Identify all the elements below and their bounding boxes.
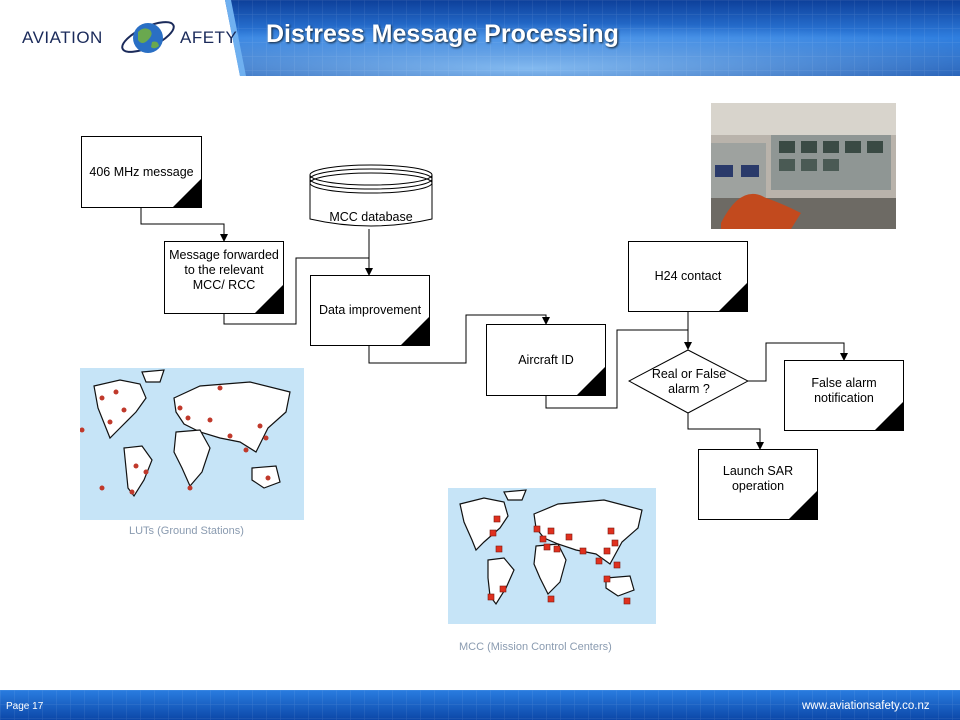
logo-text-aviation: AVIATION — [22, 28, 103, 47]
mcc-markers — [487, 515, 631, 605]
box-data-improvement: Data improvement — [310, 275, 430, 346]
decision-label: Real or False alarm ? — [651, 367, 727, 396]
mcc-caption: MCC (Mission Control Centers) — [459, 641, 612, 653]
box-message-forwarded: Message forwarded to the relevant MCC/ R… — [164, 241, 284, 314]
lut-markers — [80, 385, 271, 495]
page-number: Page 17 — [6, 701, 44, 712]
box-h24-contact: H24 contact — [628, 241, 748, 312]
box-406-mhz-message: 406 MHz message — [81, 136, 202, 208]
box-improvement-label: Data improvement — [318, 303, 422, 317]
box-aircraft-label: Aircraft ID — [518, 352, 574, 367]
slide-title: Distress Message Processing — [266, 20, 619, 48]
header-background — [0, 0, 960, 76]
mcc-world-map — [448, 488, 656, 624]
website-link[interactable]: www.aviationsafety.co.nz — [802, 700, 930, 712]
globe-icon — [121, 21, 175, 53]
box-aircraft-id: Aircraft ID — [486, 324, 606, 396]
database-label: MCC database — [329, 210, 412, 224]
box-false-alarm-label: False alarm notification — [811, 375, 877, 405]
box-h24-label: H24 contact — [654, 269, 722, 283]
box-launch-sar: Launch SAR operation — [698, 449, 818, 520]
lut-world-map — [80, 368, 304, 520]
logo-text-safety: AFETY — [180, 28, 238, 47]
decision-diamond — [628, 349, 749, 414]
box-forwarded-label: Message forwarded to the relevant MCC/ R… — [169, 248, 279, 292]
lut-caption: LUTs (Ground Stations) — [129, 525, 244, 537]
mcc-database-cylinder: MCC database — [309, 164, 433, 227]
box-406-label: 406 MHz message — [89, 164, 194, 179]
box-launch-label: Launch SAR operation — [722, 463, 794, 493]
box-false-alarm-notification: False alarm notification — [784, 360, 904, 431]
header-banner: AVIATION AFETY Distress Message Processi… — [0, 0, 960, 76]
footer-background — [0, 690, 960, 720]
control-room-photo — [711, 103, 896, 229]
footer-banner — [0, 690, 960, 720]
